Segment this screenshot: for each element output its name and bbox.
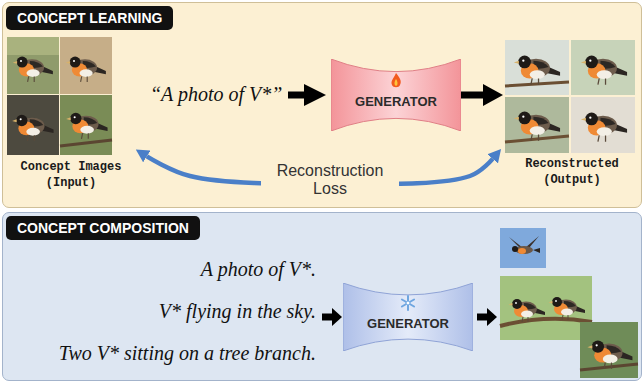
- flow-arrow: [461, 92, 483, 99]
- prompt-holder: Two V* sitting on a tree branch.: [59, 342, 316, 365]
- panel-heading: CONCEPT LEARNING: [6, 6, 173, 30]
- image-group: Concept Images (Input): [7, 36, 135, 191]
- edge-label: Reconstruction Loss: [261, 161, 399, 200]
- prompt-text: V* flying in the sky.: [159, 300, 316, 323]
- prompt-text: A photo of V*.: [201, 258, 316, 281]
- generator-body: [331, 59, 461, 131]
- reconstructed-photos: [505, 40, 635, 153]
- composition-arrows: [322, 308, 497, 326]
- prompt-text: “A photo of V*”: [150, 83, 282, 106]
- generator-label: GENERATOR: [367, 316, 449, 331]
- image-group: Reconstructed (Output): [503, 39, 641, 188]
- concept-photos: [7, 37, 112, 155]
- prompt-arrow: [288, 84, 326, 106]
- generator-label: GENERATOR: [355, 94, 437, 109]
- image-caption: Reconstructed (Output): [503, 157, 641, 188]
- prompt-text: Two V* sitting on a tree branch.: [59, 342, 316, 365]
- composed-photos: [500, 228, 638, 378]
- generator-body: [343, 283, 473, 351]
- image-caption: Concept Images (Input): [7, 160, 135, 191]
- prompt-holder: V* flying in the sky.: [159, 300, 316, 323]
- flame-icon: [391, 73, 400, 87]
- generator-shape: GENERATOR: [343, 283, 473, 351]
- snowflake-icon: [402, 296, 414, 310]
- panel-heading: CONCEPT COMPOSITION: [6, 216, 200, 240]
- generator-shape: GENERATOR: [331, 59, 461, 131]
- prompt-holder: A photo of V*.: [201, 258, 316, 281]
- edge-label-holder: Reconstruction Loss: [261, 161, 399, 200]
- prompt-holder: “A photo of V*”: [150, 83, 282, 106]
